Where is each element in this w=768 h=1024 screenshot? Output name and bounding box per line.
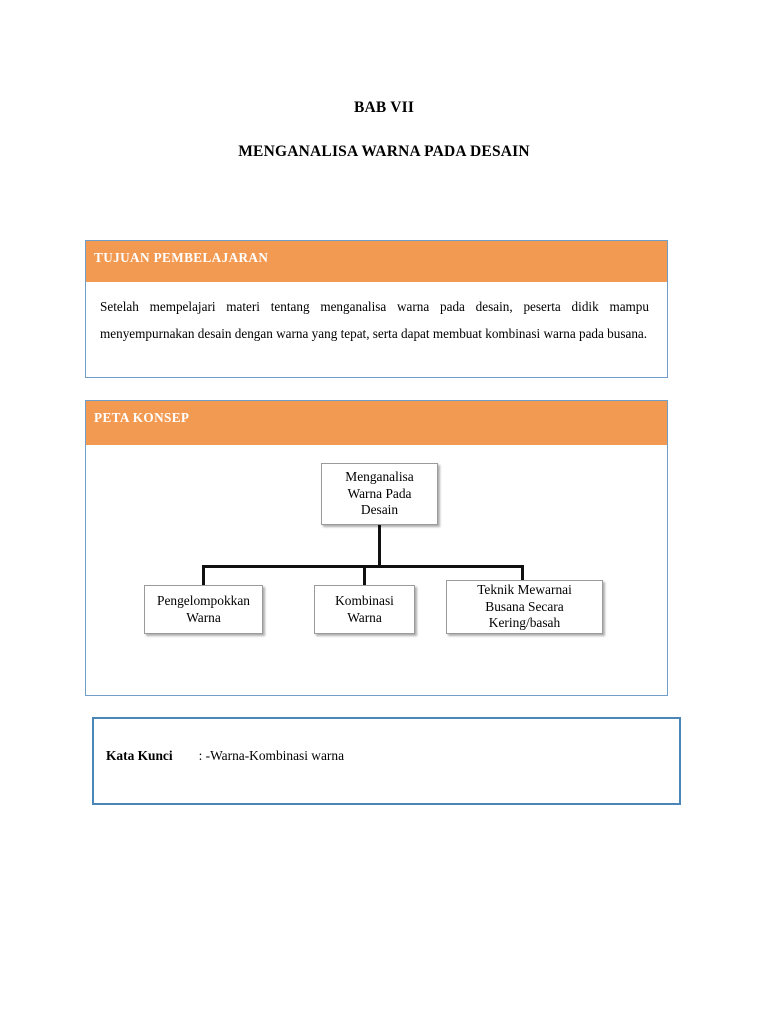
peta-konsep-section: PETA KONSEP Menganalisa Warna Pada Desai… xyxy=(85,400,668,696)
peta-konsep-header: PETA KONSEP xyxy=(86,401,667,445)
kata-kunci-label: Kata Kunci xyxy=(106,748,173,763)
chapter-title: BAB VII xyxy=(353,99,415,116)
kata-kunci-section: Kata Kunci : -Warna-Kombinasi warna xyxy=(92,717,681,805)
connector-drop-teknik-mewarnai-busana xyxy=(521,565,524,582)
diagram-node-pengelompokkan-warna: Pengelompokkan Warna xyxy=(144,585,263,634)
node-line: Busana Secara xyxy=(485,598,564,614)
diagram-node-kombinasi-warna: Kombinasi Warna xyxy=(314,585,415,634)
tujuan-pembelajaran-header: TUJUAN PEMBELAJARAN xyxy=(86,241,667,282)
connector-drop-kombinasi-warna xyxy=(363,565,366,587)
node-line: Kering/basah xyxy=(488,615,561,631)
node-line: Warna xyxy=(347,609,382,625)
page-title: MENGANALISA WARNA PADA DESAIN xyxy=(238,143,530,160)
diagram-node-menganalisa-warna-pada-desain: Menganalisa Warna Pada Desain xyxy=(321,463,438,525)
node-line: Pengelompokkan xyxy=(157,592,250,608)
connector-drop-pengelompokkan-warna xyxy=(202,565,205,587)
node-line: Kombinasi xyxy=(335,592,394,608)
kata-kunci-row: Kata Kunci : -Warna-Kombinasi warna xyxy=(106,748,344,764)
tujuan-pembelajaran-body: Setelah mempelajari materi tentang menga… xyxy=(86,282,667,358)
concept-map-diagram: Menganalisa Warna Pada Desain Pengelompo… xyxy=(86,445,669,695)
node-line: Menganalisa xyxy=(345,469,414,485)
kata-kunci-value: : -Warna-Kombinasi warna xyxy=(198,748,345,763)
connector-root-stem xyxy=(378,525,381,567)
node-line: Warna xyxy=(186,609,221,625)
node-line: Warna Pada xyxy=(347,485,412,501)
node-line: Teknik Mewarnai xyxy=(477,582,572,598)
diagram-node-teknik-mewarnai-busana: Teknik Mewarnai Busana Secara Kering/bas… xyxy=(446,580,603,634)
tujuan-pembelajaran-text: Setelah mempelajari materi tentang menga… xyxy=(100,299,649,341)
node-line: Desain xyxy=(360,502,399,518)
tujuan-pembelajaran-section: TUJUAN PEMBELAJARAN Setelah mempelajari … xyxy=(85,240,668,378)
